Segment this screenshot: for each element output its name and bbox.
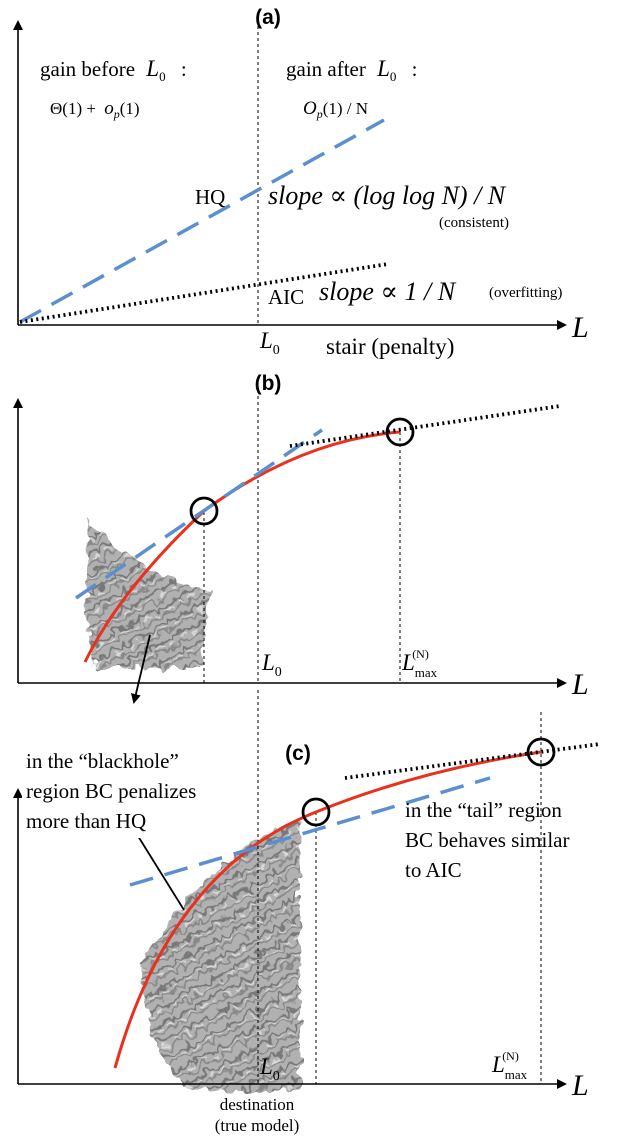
tail-text-line-1: in the “tail” region (405, 798, 562, 822)
panel-c-Lmax-label: Lmax(N) (491, 1049, 528, 1082)
panel-c-hq-tangent (129, 776, 491, 887)
aic-label: AIC (268, 285, 304, 309)
aic-dotted-line (19, 262, 389, 324)
panel-c-label: (c) (285, 742, 311, 765)
gain-after-order: Op(1) / N (303, 98, 368, 121)
tail-text-line-3: to AIC (405, 858, 462, 882)
panel-c-L0-label: L0 (259, 1054, 280, 1084)
panel-b-aic-tangent (289, 404, 561, 448)
hq-label: HQ (195, 185, 225, 209)
gain-before-text: gain before L0 : (40, 56, 187, 86)
panel-c-blackhole-region (140, 820, 300, 1090)
panel-a-L0-label: L0 (259, 328, 280, 358)
panel-c-axis-L: L (571, 1069, 589, 1102)
panel-b: (b) L L0 Lmax(N) (13, 372, 589, 701)
aic-slope-text: slope ∝ 1 / N (319, 277, 457, 306)
panel-c: (c) in the “blackhole” region BC penaliz… (13, 634, 601, 1135)
stair-penalty-label: stair (penalty) (326, 334, 454, 359)
panel-b-hq-tangent (75, 428, 323, 600)
panel-b-label: (b) (255, 372, 282, 395)
panel-b-Lmax-label: Lmax(N) (401, 647, 438, 680)
blackhole-text-line-3: more than HQ (26, 809, 146, 833)
destination-label: destination (220, 1095, 295, 1114)
blackhole-arrow-down (130, 634, 151, 704)
blackhole-text-line-2: region BC penalizes (26, 779, 196, 803)
blackhole-text-bg (22, 744, 254, 838)
panel-c-aic-tangent (344, 742, 601, 780)
hq-consistent-note: (consistent) (439, 215, 509, 231)
panel-c-red-curve (113, 750, 542, 1069)
panel-a: (a) gain before L0 : Θ(1) + op(1) gain a… (13, 6, 589, 359)
panel-b-circle-right (385, 417, 415, 447)
panel-b-blackhole-region (86, 520, 210, 668)
true-model-label: (true model) (215, 1116, 300, 1135)
panel-b-axis-L: L (571, 668, 589, 701)
blackhole-text-line-1: in the “blackhole” (26, 749, 179, 773)
panel-b-circle-left (189, 496, 219, 526)
panel-a-label: (a) (255, 6, 281, 29)
gain-after-text: gain after L0 : (286, 56, 418, 86)
panel-c-circle-right (526, 737, 556, 767)
aic-overfitting-note: (overfitting) (489, 285, 562, 301)
hq-dashed-line (19, 118, 385, 324)
panel-c-circle-left (301, 797, 331, 827)
panel-b-L0-label: L0 (261, 650, 282, 680)
hq-slope-text: slope ∝ (log log N) / N (268, 181, 507, 210)
gain-before-order: Θ(1) + op(1) (50, 98, 140, 121)
panel-a-axis-L: L (571, 311, 589, 344)
tail-text-line-2: BC behaves similar (405, 828, 569, 852)
